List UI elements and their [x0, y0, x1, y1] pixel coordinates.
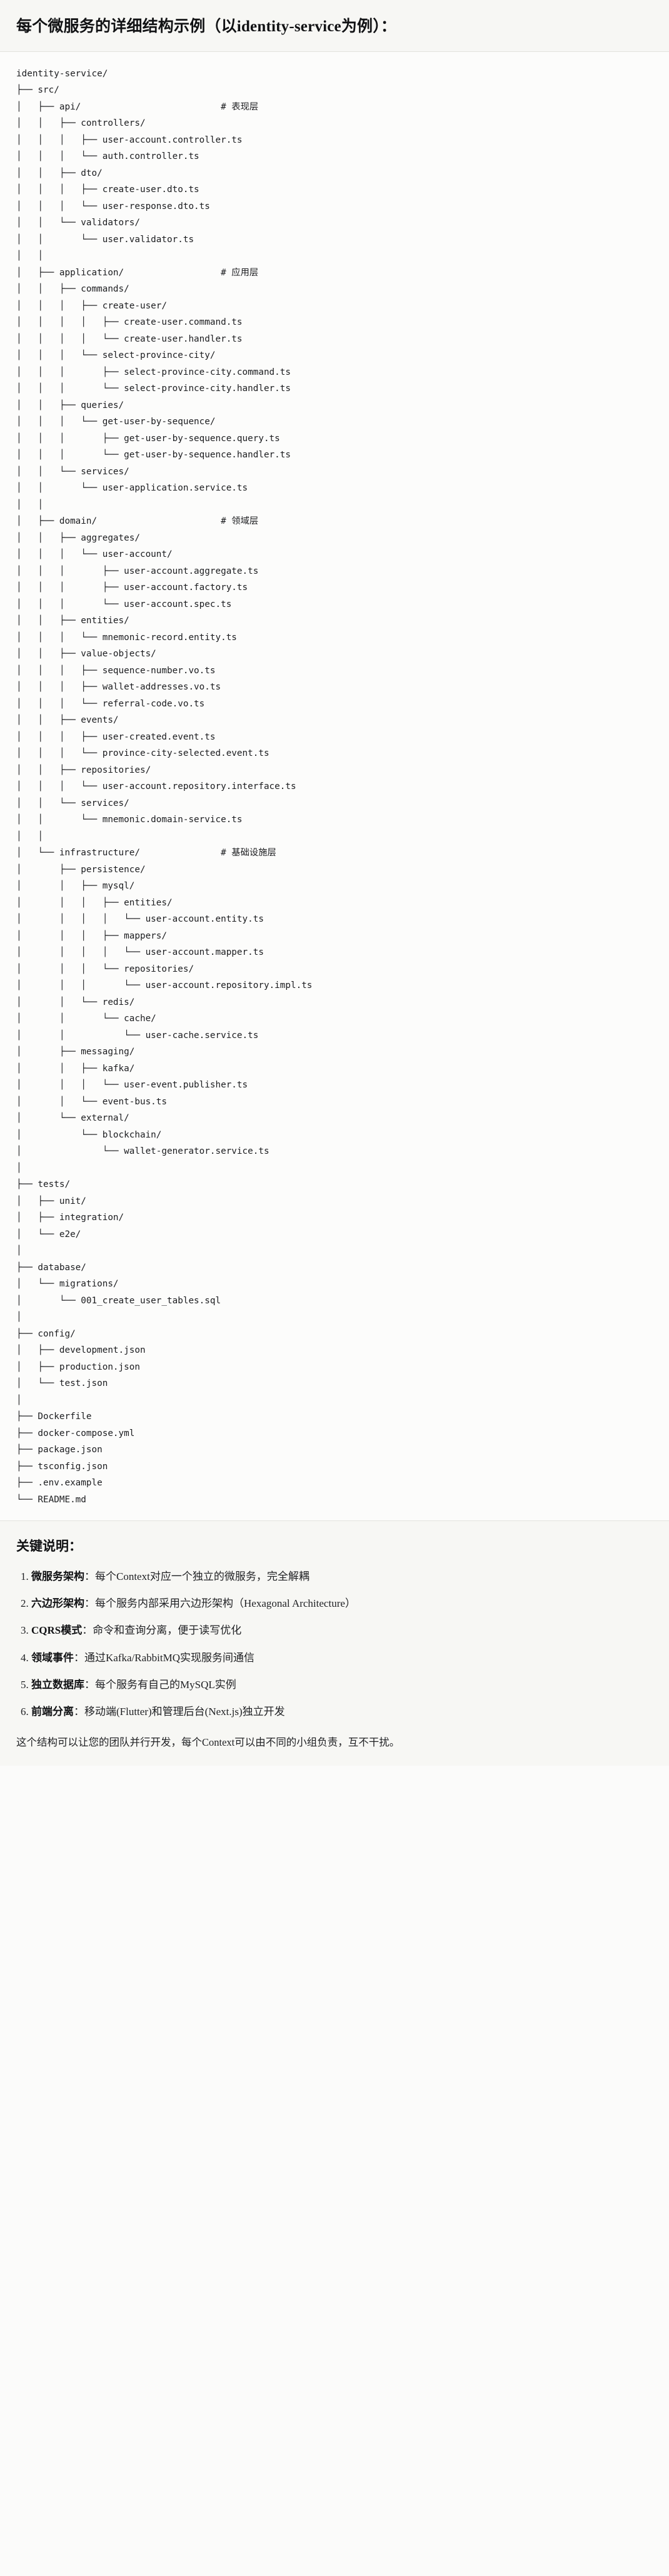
title-section: 每个微服务的详细结构示例（以identity-service为例）： [0, 0, 669, 52]
note-desc: ：通过Kafka/RabbitMQ实现服务间通信 [74, 1651, 254, 1664]
note-desc: ：命令和查询分离，便于读写优化 [82, 1624, 242, 1637]
note-term: 微服务架构 [31, 1570, 84, 1582]
list-item: 前端分离：移动端(Flutter)和管理后台(Next.js)独立开发 [31, 1704, 653, 1720]
key-notes-section: 关键说明： 微服务架构：每个Context对应一个独立的微服务，完全解耦 六边形… [0, 1521, 669, 1766]
key-notes-list: 微服务架构：每个Context对应一个独立的微服务，完全解耦 六边形架构：每个服… [16, 1569, 653, 1721]
key-notes-heading: 关键说明： [16, 1539, 82, 1554]
note-term: 独立数据库 [31, 1679, 84, 1691]
directory-tree-block: identity-service/ ├── src/ │ ├── api/ # … [0, 51, 669, 1522]
note-term: 领域事件 [31, 1651, 74, 1664]
note-term: CQRS模式 [31, 1624, 83, 1637]
note-desc: ：移动端(Flutter)和管理后台(Next.js)独立开发 [74, 1706, 285, 1718]
note-term: 前端分离 [31, 1706, 74, 1718]
list-item: 微服务架构：每个Context对应一个独立的微服务，完全解耦 [31, 1569, 653, 1585]
page-title: 每个微服务的详细结构示例（以identity-service为例）： [16, 18, 397, 35]
document-page: 每个微服务的详细结构示例（以identity-service为例）： ident… [0, 0, 669, 1766]
list-item: 领域事件：通过Kafka/RabbitMQ实现服务间通信 [31, 1650, 653, 1666]
list-item: CQRS模式：命令和查询分离，便于读写优化 [31, 1622, 653, 1639]
note-desc: ：每个服务内部采用六边形架构（Hexagonal Architecture） [84, 1597, 356, 1609]
closing-paragraph: 这个结构可以让您的团队并行开发，每个Context可以由不同的小组负责，互不干扰… [16, 1736, 400, 1748]
note-desc: ：每个服务有自己的MySQL实例 [84, 1679, 236, 1691]
list-item: 独立数据库：每个服务有自己的MySQL实例 [31, 1677, 653, 1693]
directory-tree: identity-service/ ├── src/ │ ├── api/ # … [16, 68, 313, 1505]
note-term: 六边形架构 [31, 1597, 84, 1609]
note-desc: ：每个Context对应一个独立的微服务，完全解耦 [84, 1570, 309, 1582]
list-item: 六边形架构：每个服务内部采用六边形架构（Hexagonal Architectu… [31, 1596, 653, 1612]
